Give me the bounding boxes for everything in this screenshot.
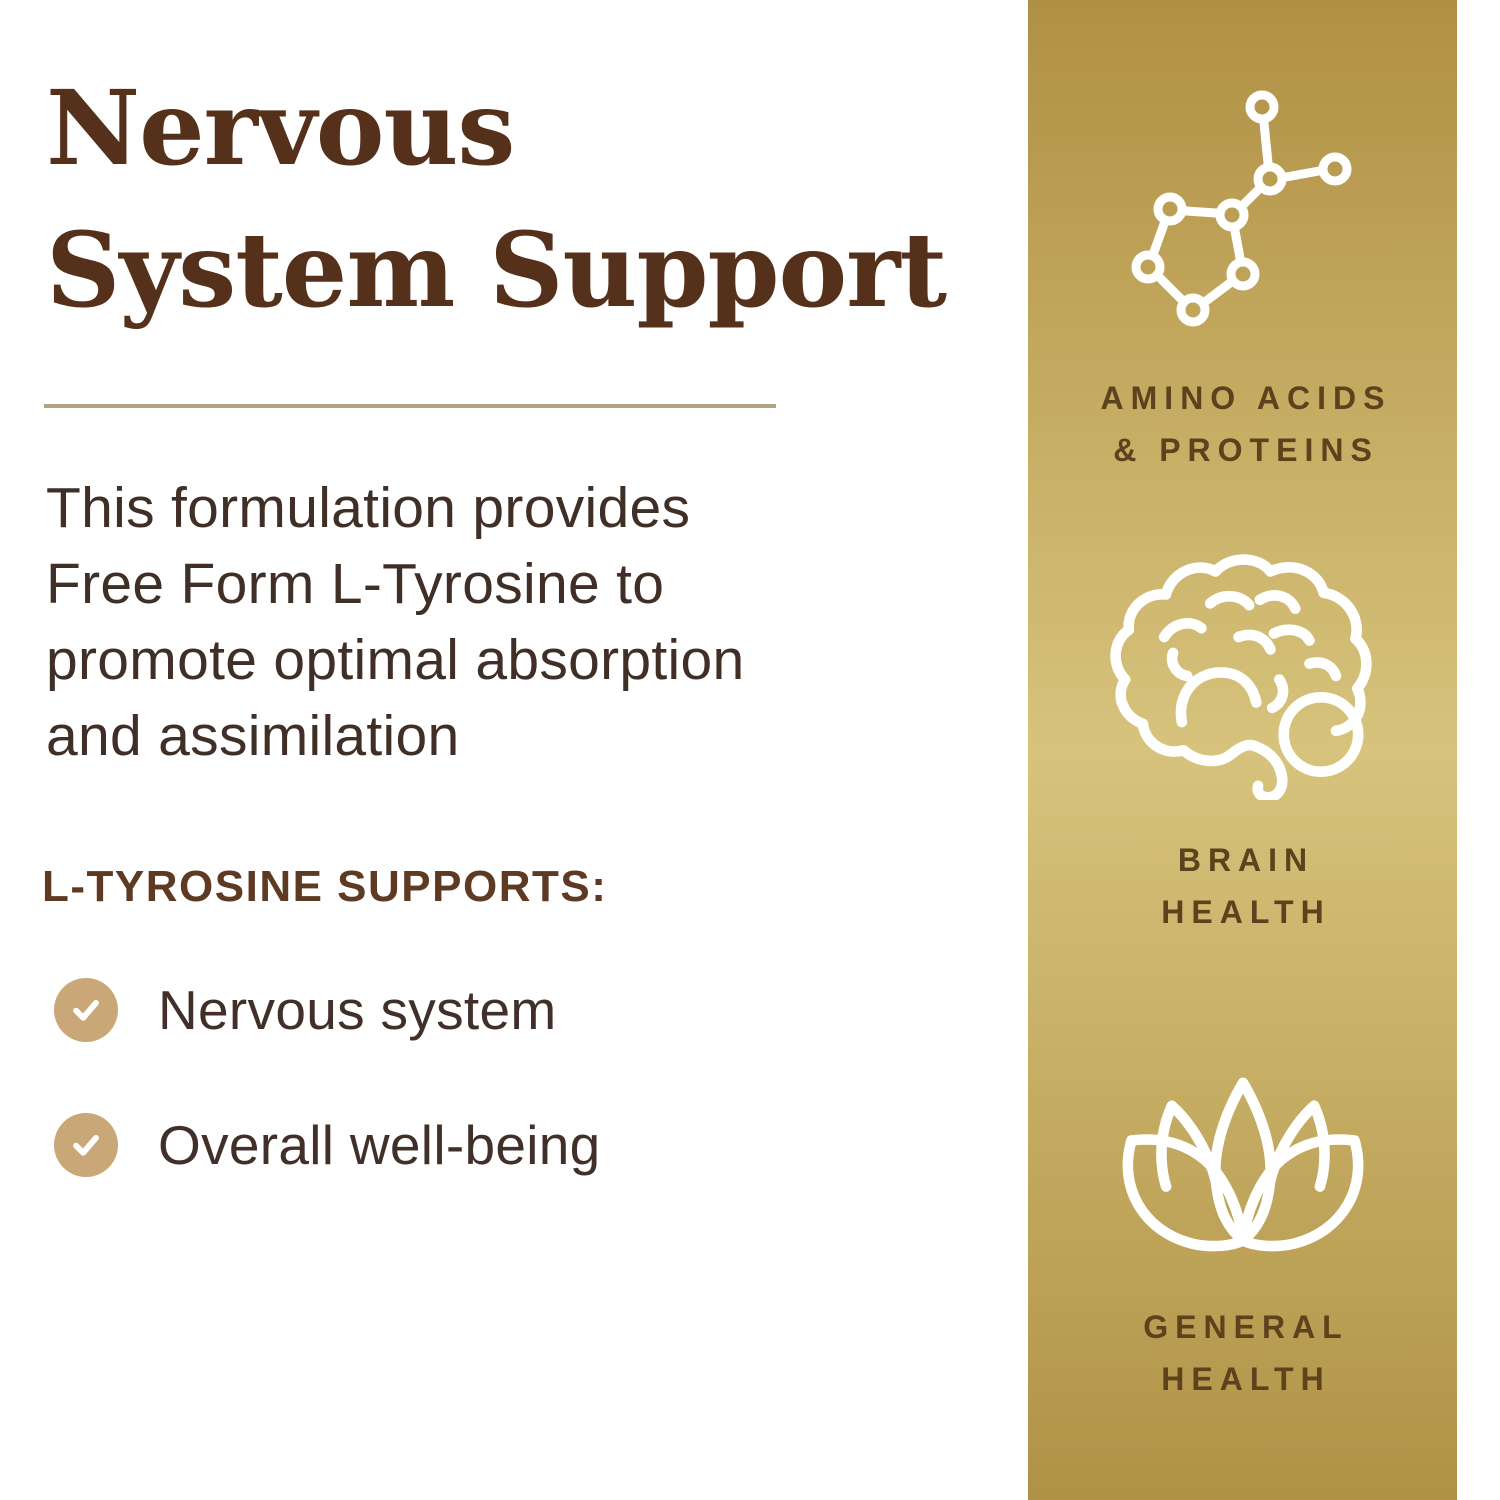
- band-section-amino-acids: AMINO ACIDS & PROTEINS: [1028, 82, 1457, 476]
- page-title-line1: Nervous: [46, 68, 515, 189]
- lotus-icon: [1122, 1077, 1363, 1252]
- band-label-line2: HEALTH: [1161, 894, 1331, 930]
- paragraph-line: This formulation provides: [46, 476, 691, 540]
- list-item: Nervous system: [54, 978, 601, 1042]
- check-icon: [54, 978, 118, 1042]
- page-title: Nervous System Support: [46, 58, 947, 342]
- list-item: Overall well-being: [54, 1113, 601, 1177]
- paragraph-line: Free Form L-Tyrosine to: [46, 552, 665, 616]
- divider-rule: [44, 404, 776, 408]
- supports-heading: L-TYROSINE SUPPORTS:: [42, 862, 608, 911]
- molecule-icon: [1131, 90, 1352, 327]
- description-paragraph: This formulation provides Free Form L-Ty…: [46, 470, 745, 774]
- band-label-line1: AMINO ACIDS: [1100, 380, 1392, 416]
- band-section-label: BRAIN HEALTH: [1154, 834, 1330, 938]
- band-section-label: GENERAL HEALTH: [1136, 1301, 1348, 1405]
- page-title-line2: System Support: [46, 210, 947, 331]
- band-label-line1: GENERAL: [1143, 1309, 1349, 1345]
- band-section-brain-health: BRAIN HEALTH: [1028, 552, 1457, 938]
- band-label-line1: BRAIN: [1177, 842, 1315, 878]
- paragraph-line: and assimilation: [46, 704, 460, 768]
- band-section-general-health: GENERAL HEALTH: [1028, 1072, 1457, 1405]
- check-icon: [54, 1113, 118, 1177]
- band-label-line2: HEALTH: [1161, 1361, 1331, 1397]
- benefits-list: Nervous system Overall well-being: [54, 978, 601, 1177]
- band-section-label: AMINO ACIDS & PROTEINS: [1094, 372, 1392, 476]
- list-item-label: Overall well-being: [158, 1114, 601, 1176]
- category-band: AMINO ACIDS & PROTEINS: [1028, 0, 1457, 1500]
- paragraph-line: promote optimal absorption: [46, 628, 745, 692]
- band-label-line2: & PROTEINS: [1113, 432, 1379, 468]
- list-item-label: Nervous system: [158, 979, 557, 1041]
- brain-icon: [1109, 554, 1372, 800]
